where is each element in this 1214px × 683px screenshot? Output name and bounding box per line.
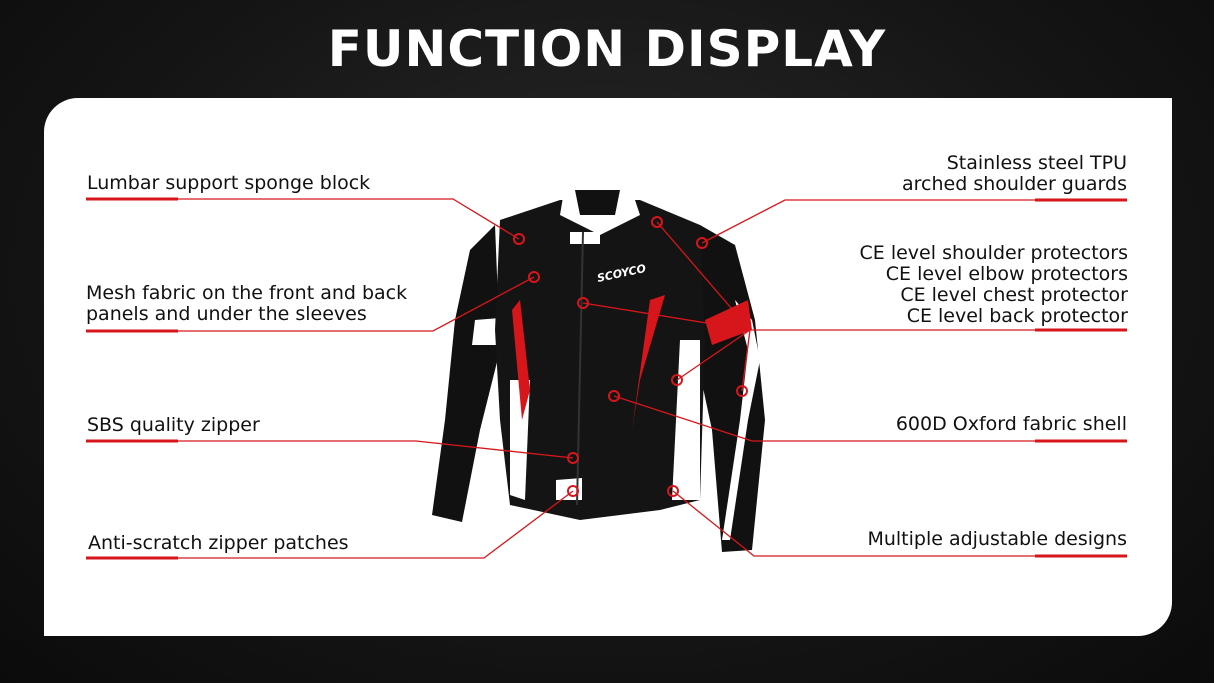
hotspot-zipper [567,452,579,464]
label-underlines [86,197,1127,560]
feature-shoulder-guards-line1: Stainless steel TPU [946,152,1127,174]
hotspot-oxford [608,390,620,402]
ce-line: CE level chest protector [900,284,1128,306]
hotspot-markers [513,216,748,497]
hotspot-adjust [667,485,679,497]
leader-lines [178,198,1035,559]
ce-line: CE level shoulder protectors [859,242,1128,264]
feature-shoulder-guards: Stainless steel TPU arched shoulder guar… [902,153,1127,195]
ce-line: CE level back protector [906,305,1128,327]
jacket-image: SCOYCO [432,185,765,552]
feature-zipper: SBS quality zipper [87,414,260,436]
hotspot-lumbar [513,233,525,245]
hotspot-elbow [736,385,748,397]
feature-mesh-line2: panels and under the sleeves [86,303,367,325]
hotspot-chest [577,297,589,309]
feature-ce-protectors: CE level shoulder protectors CE level el… [860,243,1128,327]
feature-oxford: 600D Oxford fabric shell [895,413,1127,435]
feature-lumbar: Lumbar support sponge block [87,172,371,194]
ce-line: CE level elbow protectors [885,263,1128,285]
feature-mesh-line1: Mesh fabric on the front and back [86,282,408,304]
feature-shoulder-guards-line2: arched shoulder guards [902,173,1127,195]
hotspot-shoulder-guard [696,237,708,249]
hotspot-mesh [528,271,540,283]
feature-patches: Anti-scratch zipper patches [88,532,349,554]
hotspot-patch [567,485,579,497]
page-title: FUNCTION DISPLAY [327,20,887,78]
feature-mesh: Mesh fabric on the front and back panels… [86,283,407,325]
feature-adjustable: Multiple adjustable designs [867,528,1127,550]
hotspot-back [671,374,683,386]
hotspot-shoulder [651,216,663,228]
